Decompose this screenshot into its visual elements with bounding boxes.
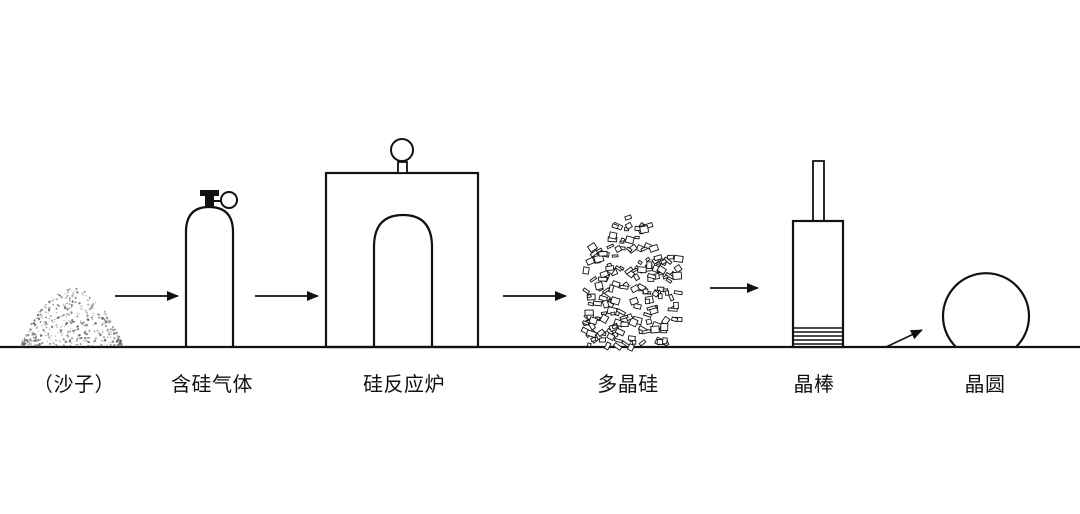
crystal-ingot-icon bbox=[791, 160, 845, 349]
stage-label-ingot: 晶棒 bbox=[793, 372, 835, 396]
stage-label-silicon-gas: 含硅气体 bbox=[171, 372, 253, 396]
stage-label-wafer: 晶圆 bbox=[964, 372, 1006, 396]
reaction-furnace-icon bbox=[324, 138, 480, 349]
gas-cylinder-icon bbox=[184, 190, 238, 347]
stage-label-reaction-furnace: 硅反应炉 bbox=[363, 372, 445, 396]
sand-pile-icon bbox=[21, 287, 123, 348]
polysilicon-pile-icon bbox=[580, 214, 684, 352]
stage-label-polysilicon: 多晶硅 bbox=[597, 372, 659, 396]
stage-label-sand: （沙子） bbox=[33, 372, 115, 396]
diagonal-arrow-icon bbox=[885, 329, 923, 348]
wafer-icon bbox=[941, 272, 1031, 348]
